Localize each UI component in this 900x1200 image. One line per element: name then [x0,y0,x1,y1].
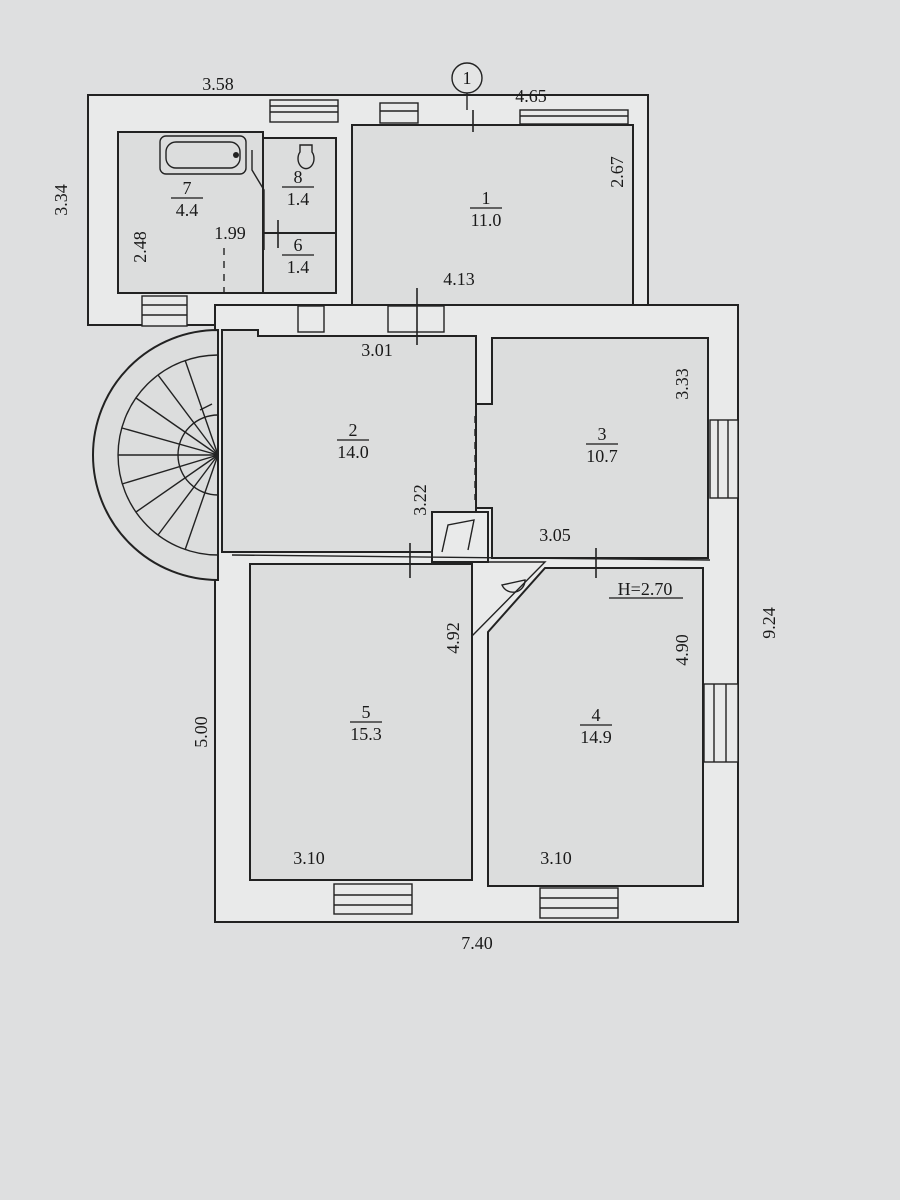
interior-details [159,135,711,638]
bathtub-basin [165,141,241,169]
chimney [431,511,489,563]
dimension-ticks [277,110,597,578]
dim-overall-width: 7.40 [461,933,493,953]
dim-room1-height: 2.67 [607,156,627,188]
window-bottom-room5 [333,883,413,915]
room-area: 11.0 [471,210,502,230]
room-label-7: 74.4 [171,178,203,220]
axis-marker-label: 1 [463,68,472,88]
windows [141,99,739,919]
window-top-room1-right [519,109,629,125]
room-number: 2 [349,420,358,440]
dim-room4-width: 3.10 [540,848,572,868]
dim-room3-width: 3.05 [539,525,571,545]
room-label-5: 515.3 [350,702,382,744]
room-label-3: 310.7 [586,424,618,466]
toilet [297,144,315,170]
room-number: 6 [294,235,303,255]
dim-overall-height: 9.24 [759,607,779,639]
dim-left-height: 5.00 [191,716,211,748]
room-number: 3 [598,424,607,444]
room-number: 7 [183,178,192,198]
bathtub [159,135,247,175]
room-number: 4 [592,705,601,725]
partition-line [231,554,711,561]
room-area: 14.0 [337,442,369,462]
room-4 [487,567,704,887]
room-3 [475,337,709,559]
rooms [117,124,709,887]
dim-left-annex-height: 3.34 [51,184,71,216]
dim-room5-inner-height: 4.92 [443,622,463,654]
room-area: 1.4 [287,189,310,209]
room-area: 15.3 [350,724,382,744]
room-area: 14.9 [580,727,612,747]
room-area: 10.7 [586,446,618,466]
room-number: 8 [294,167,303,187]
window-right-room3 [709,419,739,499]
room-2 [221,329,477,553]
room-label-6: 61.4 [282,235,314,277]
window-top-wc [269,99,339,123]
diagonal-wall [471,561,547,638]
window-bottom-annex [141,295,188,327]
bath-partition [251,150,265,250]
dimension-labels: 3.58 4.65 3.34 2.48 1.99 2.67 4.13 3.01 … [51,74,779,953]
window-room2-top [297,305,445,333]
room-label-8: 81.4 [282,167,314,209]
dim-room2-height: 3.22 [410,484,430,516]
spiral-staircase [92,328,219,582]
dim-bath-height: 2.48 [130,231,150,263]
window-top-room1-left [379,102,419,124]
room-1 [351,124,634,306]
chimney-flue [441,519,475,553]
corner-column [501,579,526,593]
room-label-4: 414.9 [580,705,612,747]
dim-room1-width: 4.13 [443,269,475,289]
stair-treads [118,355,219,551]
bathtub-drain [233,152,239,158]
room-number: 5 [362,702,371,722]
room-7-bath [117,131,264,294]
dim-bath-width: 1.99 [214,223,246,243]
window-bottom-room4 [539,887,619,919]
room-number: 1 [482,188,491,208]
room-label-2: 214.0 [337,420,369,462]
room-area: 1.4 [287,257,310,277]
dim-top-left-width: 3.58 [202,74,234,94]
room-6-hall [262,232,337,294]
room-label-1: 111.0 [470,188,502,230]
dim-room3-height: 3.33 [672,368,692,400]
dim-room4-height: 4.90 [672,634,692,666]
axis-marker: 1 [451,62,483,110]
dim-top-right-width: 4.65 [515,86,547,106]
room-area: 4.4 [176,200,199,220]
dim-room5-width: 3.10 [293,848,325,868]
height-note: H=2.70 [618,579,673,599]
dim-room2-width: 3.01 [361,340,393,360]
stair-arrow [199,403,213,411]
window-right-room4 [703,683,739,763]
